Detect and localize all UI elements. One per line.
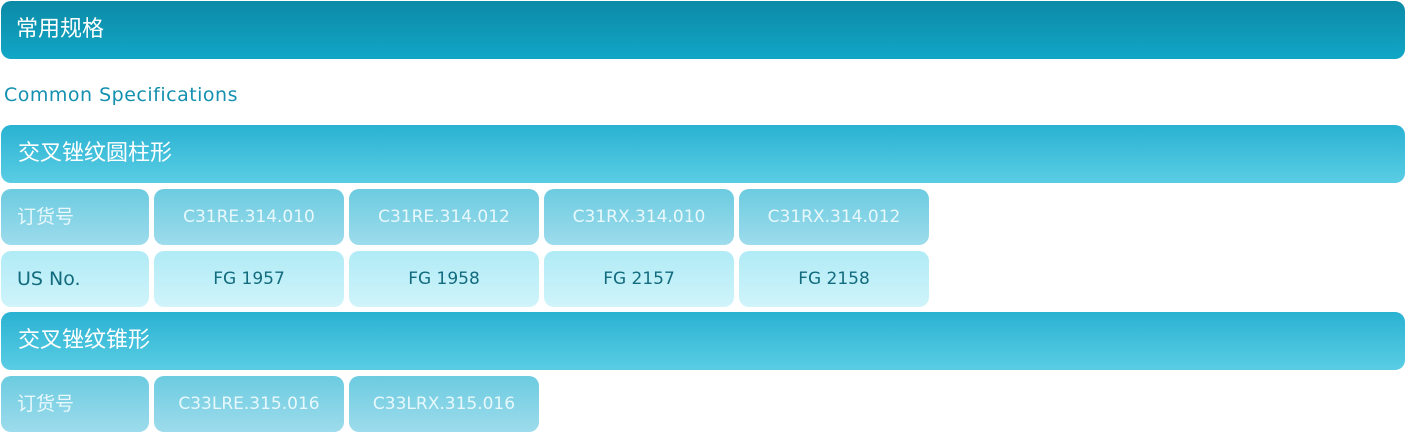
order-number-cell: C33LRX.315.016: [349, 376, 539, 432]
order-number-cell: C31RE.314.010: [154, 189, 344, 245]
order-number-cell: C31RE.314.012: [349, 189, 539, 245]
order-number-cell: C31RX.314.010: [544, 189, 734, 245]
us-number-cell: FG 1957: [154, 251, 344, 307]
row-label-order-number: 订货号: [1, 189, 149, 245]
page-title: 常用规格: [1, 1, 1405, 59]
page-subtitle: Common Specifications: [4, 84, 239, 106]
us-number-cell: FG 2157: [544, 251, 734, 307]
order-number-cell: C31RX.314.012: [739, 189, 929, 245]
order-number-cell: C33LRE.315.016: [154, 376, 344, 432]
us-number-cell: FG 2158: [739, 251, 929, 307]
row-label-us-number: US No.: [1, 251, 149, 307]
section-header-cylindrical: 交叉锉纹圆柱形: [1, 125, 1405, 183]
us-number-cell: FG 1958: [349, 251, 539, 307]
row-label-order-number: 订货号: [1, 376, 149, 432]
section-header-tapered: 交叉锉纹锥形: [1, 312, 1405, 370]
